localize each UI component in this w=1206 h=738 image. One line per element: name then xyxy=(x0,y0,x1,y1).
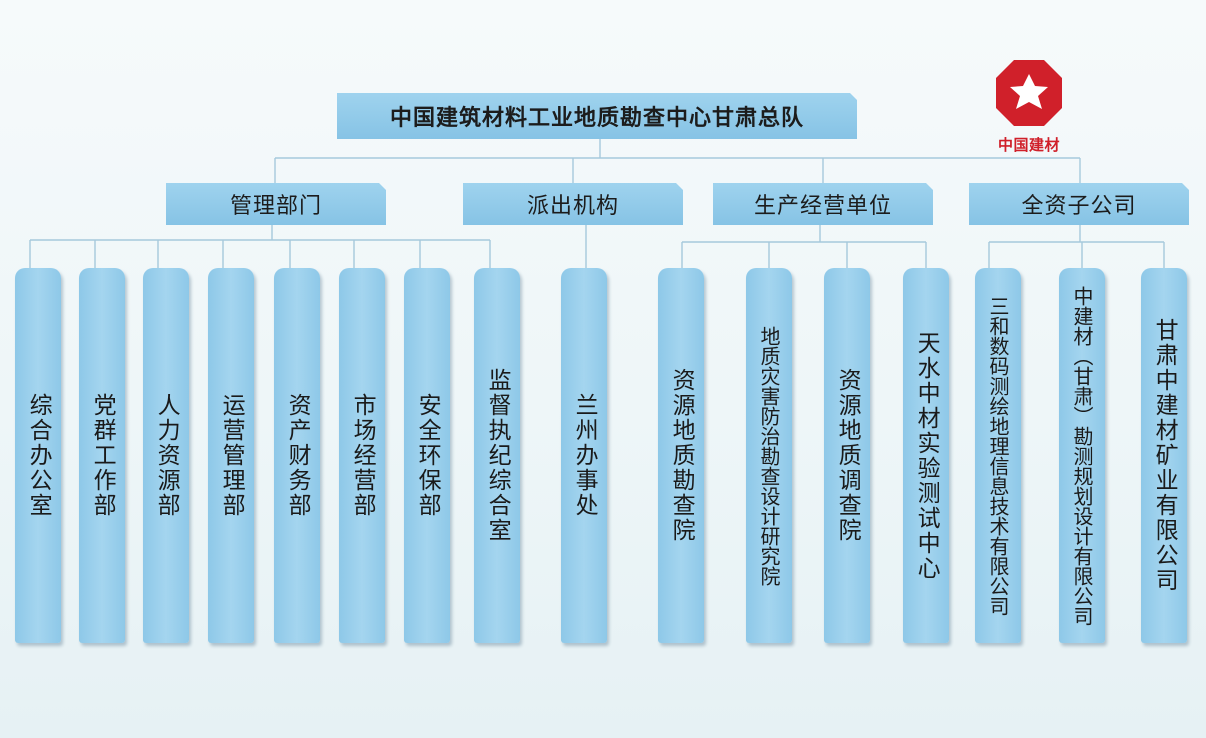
unit-label: 天水中材实验测试中心 xyxy=(913,330,940,581)
unit-sanhe-digital-company: 三和数码测绘地理信息技术有限公司 xyxy=(975,268,1021,643)
unit-gansu-mining-company: 甘肃中建材矿业有限公司 xyxy=(1141,268,1187,643)
group-branch-office: 派出机构 xyxy=(463,183,683,225)
unit-operations: 运营管理部 xyxy=(208,268,254,643)
unit-label: 人力资源部 xyxy=(153,393,180,518)
unit-label: 地质灾害防治勘查设计研究院 xyxy=(757,325,781,586)
unit-label: 甘肃中建材矿业有限公司 xyxy=(1151,318,1178,593)
unit-disaster-prevention-institute: 地质灾害防治勘查设计研究院 xyxy=(746,268,792,643)
unit-label: 资产财务部 xyxy=(284,393,311,518)
unit-label: 监督执纪综合室 xyxy=(484,368,511,543)
group-production: 生产经营单位 xyxy=(713,183,933,225)
company-logo: 中国建材 xyxy=(984,56,1074,158)
unit-lanzhou-office: 兰州办事处 xyxy=(561,268,607,643)
unit-safety-environment: 安全环保部 xyxy=(404,268,450,643)
unit-cnbm-gansu-survey-company: 中建材（甘肃）勘测规划设计有限公司 xyxy=(1059,268,1105,643)
unit-label: 党群工作部 xyxy=(89,393,116,518)
unit-label: 兰州办事处 xyxy=(571,393,598,518)
unit-human-resources: 人力资源部 xyxy=(143,268,189,643)
unit-label: 安全环保部 xyxy=(414,393,441,518)
unit-label: 运营管理部 xyxy=(218,393,245,518)
unit-resource-survey-institute: 资源地质勘查院 xyxy=(658,268,704,643)
unit-label: 中建材（甘肃）勘测规划设计有限公司 xyxy=(1070,285,1094,626)
unit-party-affairs: 党群工作部 xyxy=(79,268,125,643)
group-management: 管理部门 xyxy=(166,183,386,225)
unit-label: 资源地质调查院 xyxy=(834,368,861,543)
unit-marketing: 市场经营部 xyxy=(339,268,385,643)
unit-label: 综合办公室 xyxy=(25,393,52,518)
unit-finance: 资产财务部 xyxy=(274,268,320,643)
unit-label: 三和数码测绘地理信息技术有限公司 xyxy=(986,295,1010,616)
unit-tianshui-testing-center: 天水中材实验测试中心 xyxy=(903,268,949,643)
unit-general-office: 综合办公室 xyxy=(15,268,61,643)
octagon-logo-icon xyxy=(996,60,1062,126)
group-subsidiaries: 全资子公司 xyxy=(969,183,1189,225)
root-node: 中国建筑材料工业地质勘查中心甘肃总队 xyxy=(337,93,857,139)
unit-label: 市场经营部 xyxy=(349,393,376,518)
unit-geological-investigation-institute: 资源地质调查院 xyxy=(824,268,870,643)
unit-supervision: 监督执纪综合室 xyxy=(474,268,520,643)
unit-label: 资源地质勘查院 xyxy=(668,368,695,543)
logo-text: 中国建材 xyxy=(997,136,1060,154)
